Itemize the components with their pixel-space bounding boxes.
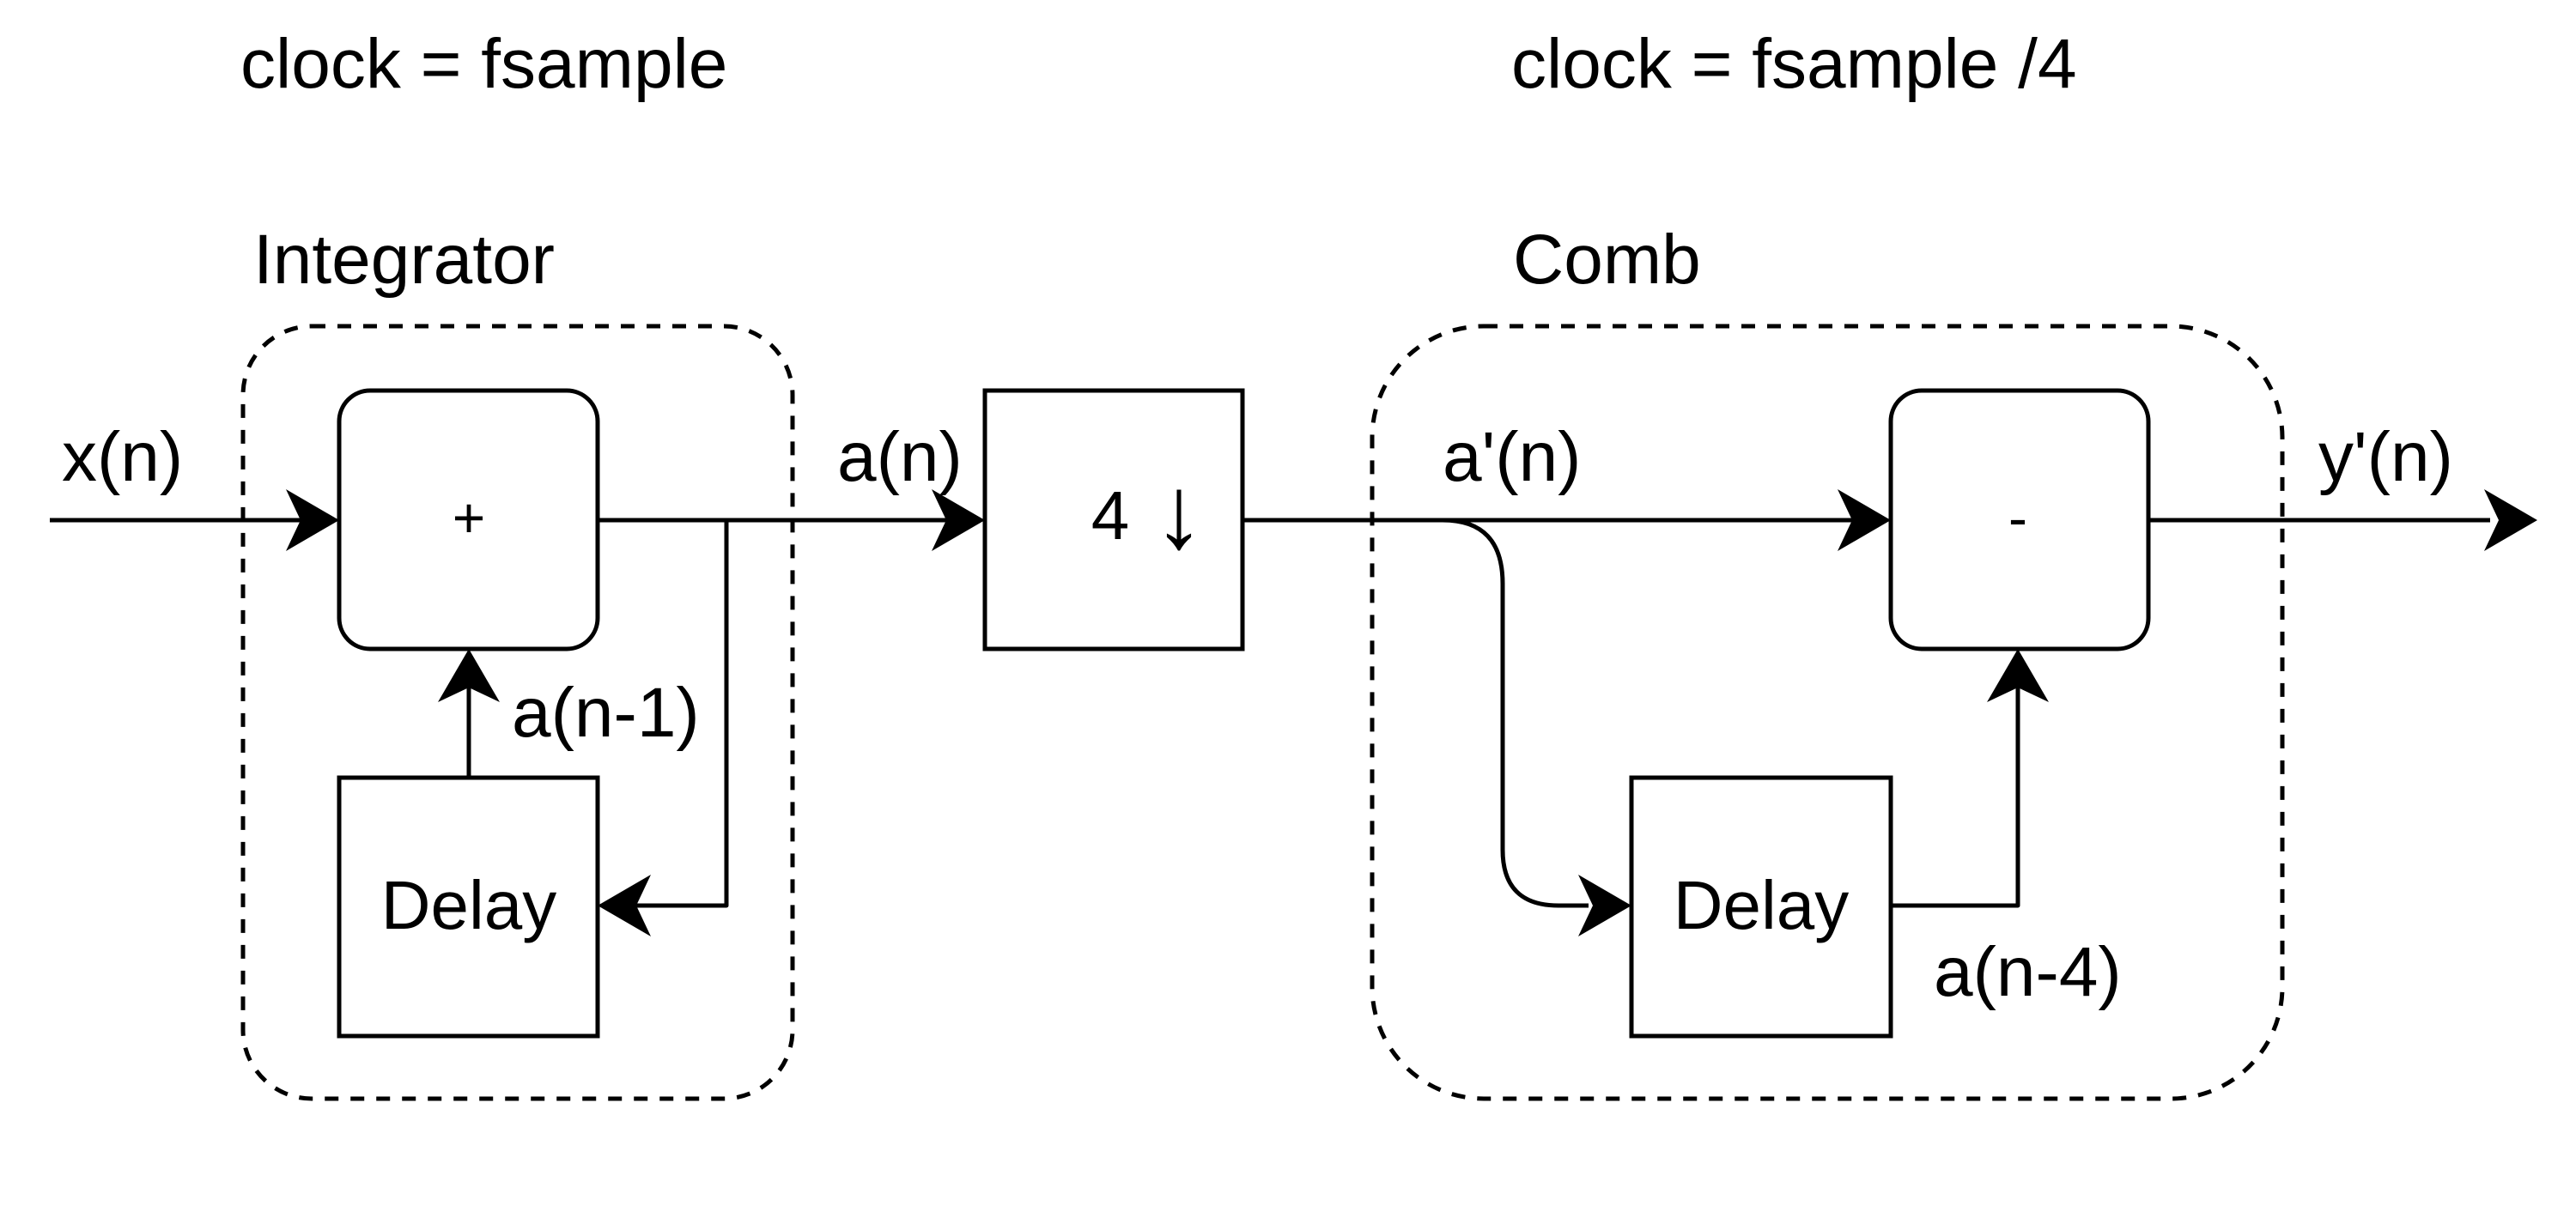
comb-delayed-signal-label: a(n-4) [1934, 933, 2122, 1011]
comb-branch-wire [1442, 518, 1589, 908]
arrowhead-icon [932, 489, 985, 551]
adder-block [337, 388, 600, 651]
down-arrow-icon: ↓ [1153, 455, 1205, 570]
integrator-group-boundary [240, 324, 795, 1101]
integrator-output-signal-label: a(n) [837, 418, 963, 496]
integrator-group-title: Integrator [253, 221, 555, 299]
comb-delay-block [1629, 775, 1893, 1039]
integrator-feedback-wire [634, 520, 729, 908]
integrator-delay-label: Delay [381, 867, 557, 943]
integrator-delay-block [337, 775, 600, 1039]
comb-group-boundary [1370, 324, 2285, 1101]
output-signal-label: y'(n) [2318, 418, 2453, 496]
subtractor-block [1888, 388, 2151, 651]
arrowhead-icon [286, 489, 339, 551]
comb-delay-label: Delay [1674, 867, 1850, 943]
integrator-feedback-signal-label: a(n-1) [512, 674, 700, 752]
arrowhead-icon [1578, 875, 1631, 936]
comb-group-title: Comb [1513, 221, 1701, 299]
subtractor-symbol: - [2008, 486, 2027, 549]
adder-symbol: + [453, 486, 486, 549]
arrowhead-icon [2484, 489, 2537, 551]
arrowhead-icon [1838, 489, 1891, 551]
arrowhead-icon [1987, 649, 2049, 702]
comb-delay-wire [1891, 685, 2020, 908]
decimated-signal-label: a'(n) [1443, 418, 1581, 496]
comb-clock-label: clock = fsample /4 [1511, 25, 2077, 103]
input-signal-label: x(n) [62, 418, 183, 496]
arrowhead-icon [598, 875, 651, 936]
decimator-factor: 4 [1091, 477, 1130, 554]
arrowhead-icon [438, 649, 500, 702]
integrator-clock-label: clock = fsample [240, 25, 727, 103]
decimator-block [982, 388, 1245, 651]
